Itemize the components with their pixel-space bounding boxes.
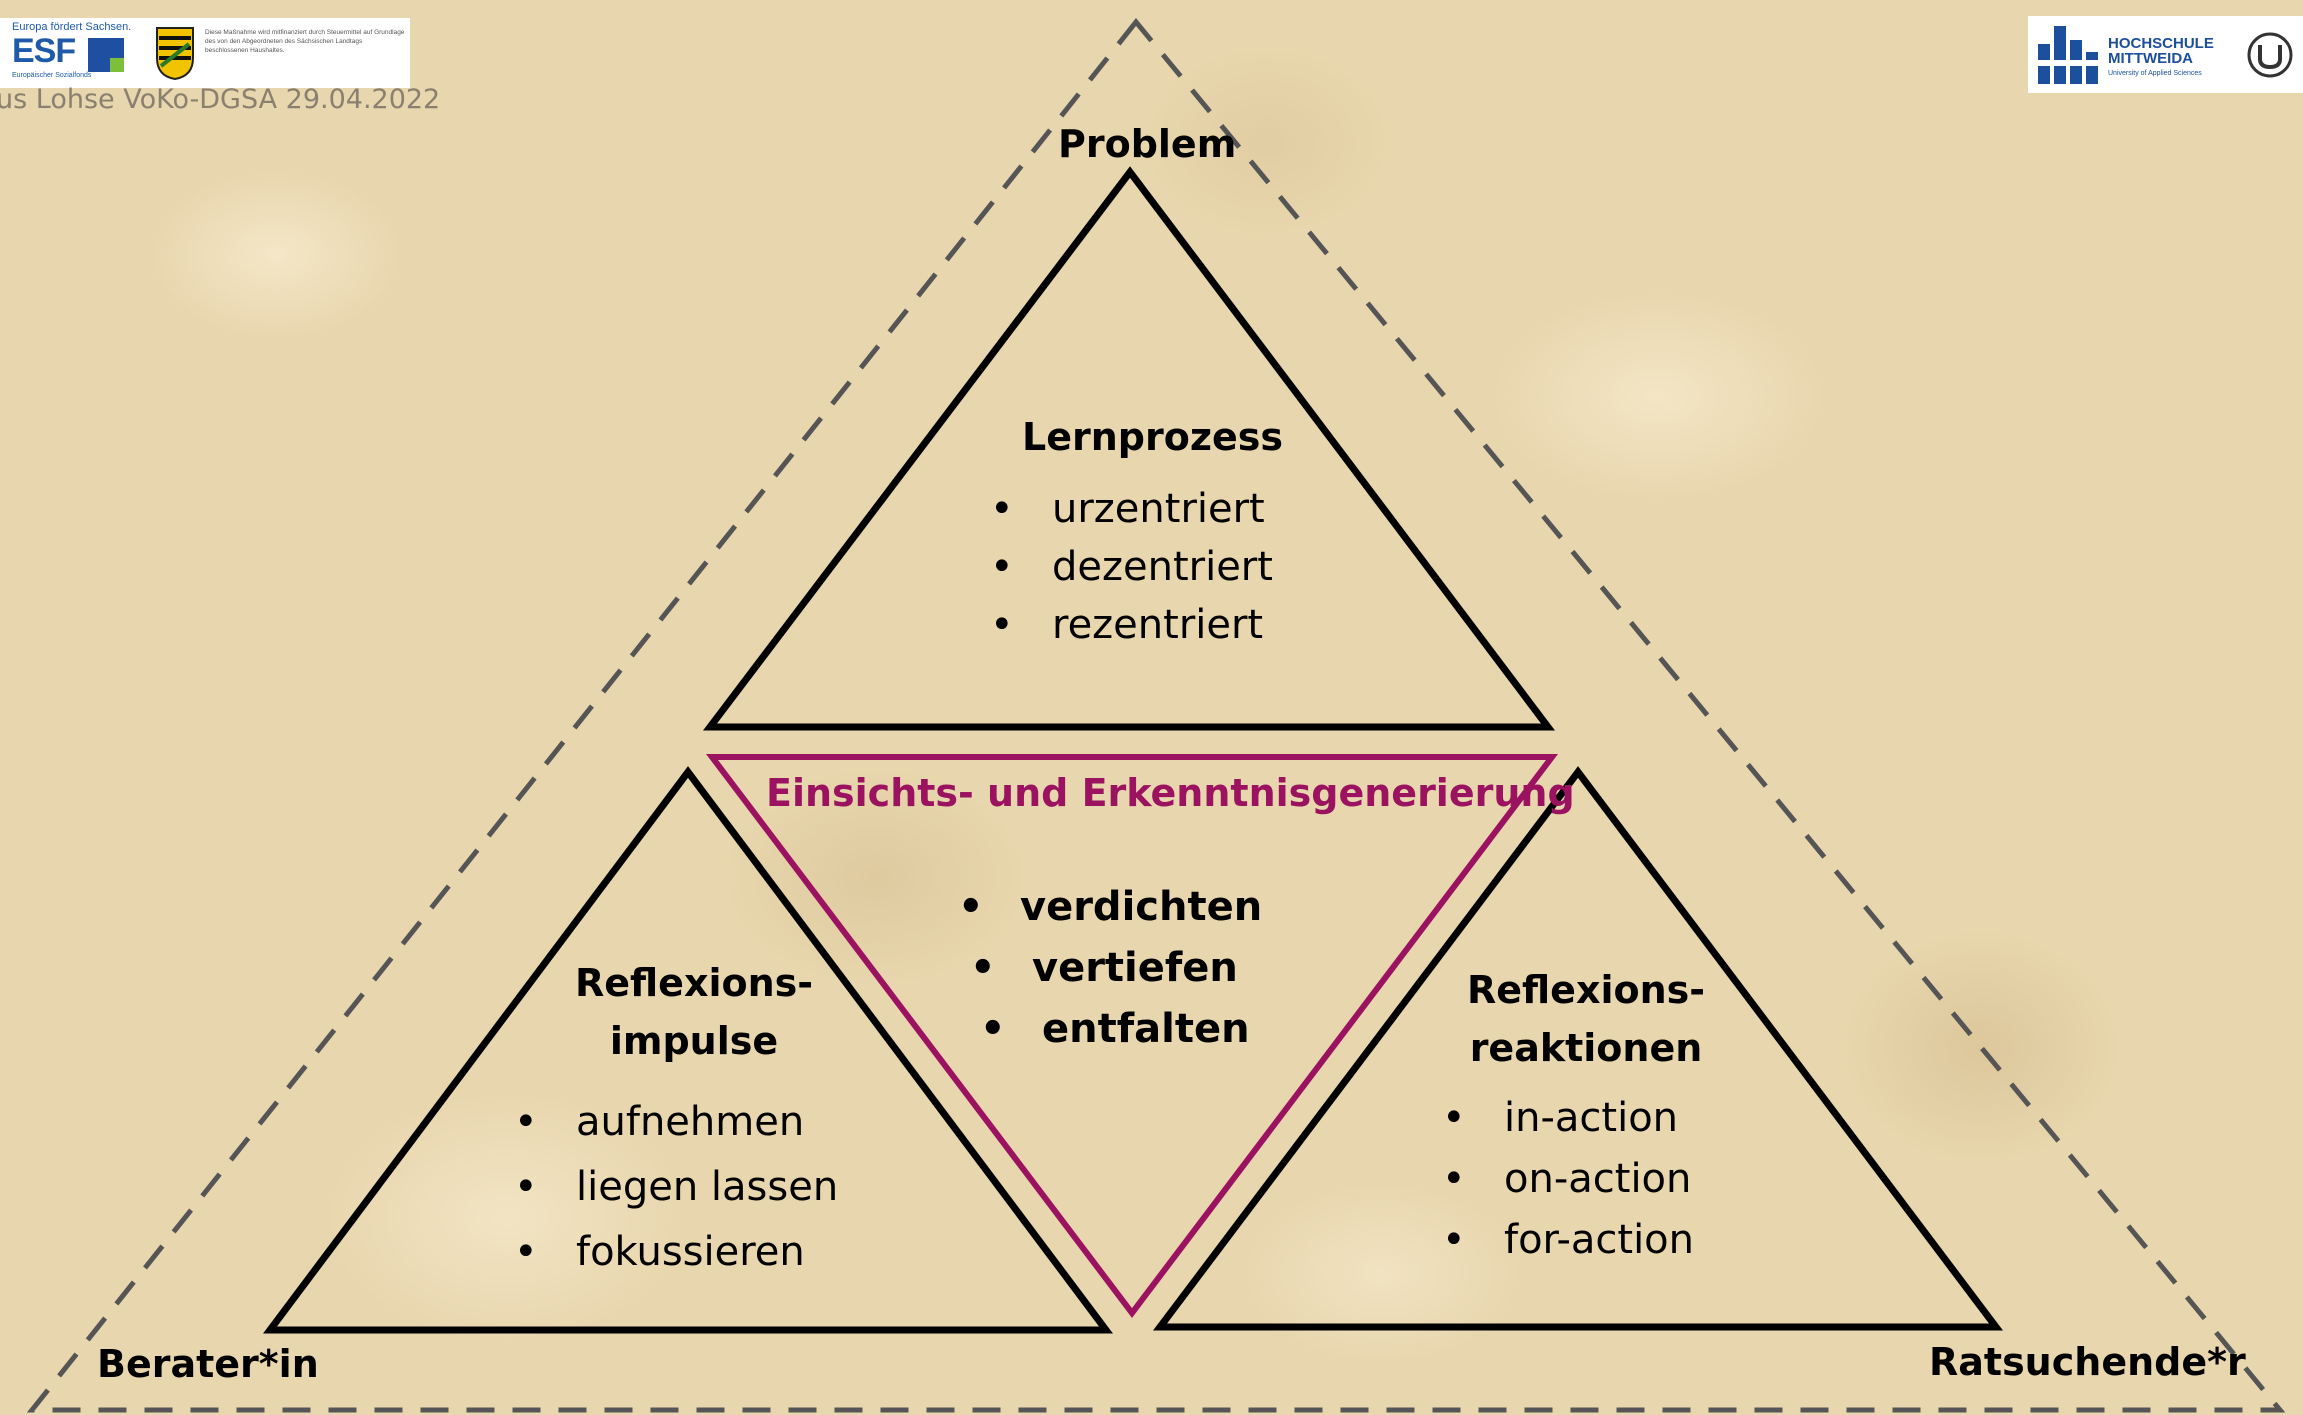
outer-dashed-triangle: [26, 18, 2286, 1413]
hochschule-mark-icon: [2038, 26, 2098, 84]
list-item: aufnehmen: [514, 1090, 838, 1155]
esf-wordmark: ESF: [12, 32, 76, 70]
funding-fine-print: Diese Maßnahme wird mitfinanziert durch …: [205, 29, 405, 54]
list-item: vertiefen: [970, 938, 1274, 999]
presentation-footer: us Lohse VoKo-DGSA 29.04.2022: [0, 84, 441, 115]
saxony-crest-icon: [156, 27, 194, 80]
list-item: entfalten: [980, 999, 1284, 1060]
reflexionsimpulse-heading: Reflexions- impulse: [574, 954, 814, 1070]
reflexionsreaktionen-heading: Reflexions- reaktionen: [1462, 961, 1710, 1077]
list-item: fokussieren: [514, 1220, 838, 1285]
reflexionsreaktionen-heading-line1: Reflexions-: [1466, 968, 1706, 1012]
left-triangle: [263, 766, 1113, 1334]
reflexionsreaktionen-heading-line2: reaktionen: [1469, 1026, 1703, 1070]
university-name: HOCHSCHULE MITTWEIDA: [2108, 36, 2214, 66]
vertex-label-berater: Berater*in: [97, 1342, 319, 1386]
list-item: liegen lassen: [514, 1155, 838, 1220]
list-item: rezentriert: [990, 596, 1273, 654]
right-triangle: [1152, 766, 2004, 1331]
list-item: dezentriert: [990, 538, 1273, 596]
hochschule-mittweida-logo: HOCHSCHULE MITTWEIDA University of Appli…: [2028, 16, 2303, 93]
einsichts-list: verdichten vertiefen entfalten: [958, 877, 1262, 1060]
lernprozess-list: urzentriert dezentriert rezentriert: [990, 480, 1273, 654]
esf-saxony-logo: Europa fördert Sachsen. ESF Europäischer…: [0, 18, 410, 88]
university-name-line2: MITTWEIDA: [2108, 50, 2193, 67]
vertex-label-ratsuchende: Ratsuchende*r: [1929, 1340, 2246, 1384]
university-subtitle: University of Applied Sciences: [2108, 70, 2202, 77]
list-item: on-action: [1442, 1149, 1694, 1210]
reflexionsimpulse-list: aufnehmen liegen lassen fokussieren: [514, 1090, 838, 1285]
vertex-label-problem: Problem: [1058, 122, 1237, 166]
lernprozess-heading: Lernprozess: [1022, 415, 1283, 459]
reflexionsimpulse-heading-line1: Reflexions-: [574, 961, 814, 1005]
university-name-line1: HOCHSCHULE: [2108, 35, 2214, 52]
esf-tagline: Europa fördert Sachsen.: [12, 21, 132, 33]
university-seal-icon: [2247, 32, 2293, 78]
reflexionsimpulse-heading-line2: impulse: [609, 1019, 779, 1063]
list-item: verdichten: [958, 877, 1262, 938]
eu-flag-icon: [88, 38, 124, 72]
top-triangle: [702, 166, 1556, 731]
list-item: in-action: [1442, 1088, 1694, 1149]
reflexionsreaktionen-list: in-action on-action for-action: [1442, 1088, 1694, 1271]
einsichts-heading: Einsichts- und Erkenntnisgenerierung: [766, 771, 1575, 815]
center-inverted-triangle: [705, 754, 1559, 1318]
list-item: urzentriert: [990, 480, 1273, 538]
list-item: for-action: [1442, 1210, 1694, 1271]
esf-subtitle: Europäischer Sozialfonds: [12, 72, 92, 79]
